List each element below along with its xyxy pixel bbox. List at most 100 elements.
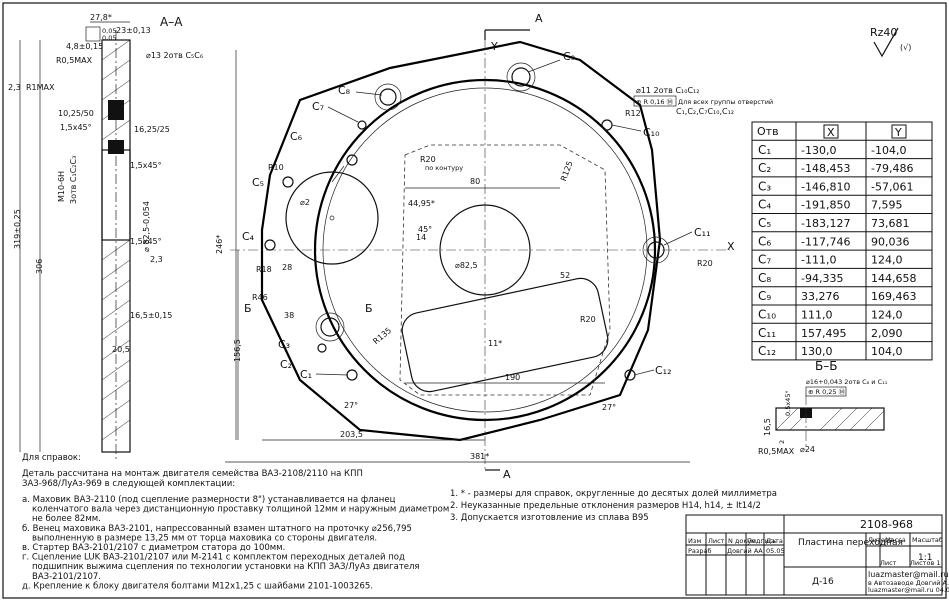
table-cell-hole: C₁₂	[758, 344, 776, 358]
table-cell-x: -148,453	[801, 162, 850, 175]
tolerance-frame	[85, 26, 101, 42]
label-c1: C₁	[300, 368, 312, 381]
table-cell-hole: C₄	[758, 198, 771, 212]
drawing-number: 2108-968	[860, 518, 913, 531]
label-c2: C₂	[280, 358, 292, 371]
dim-306: 306	[35, 259, 44, 274]
table-cell-x: 157,495	[801, 327, 847, 340]
row-date: Дата	[766, 537, 783, 545]
label-c11: C₁₁	[694, 226, 711, 239]
plate-outer-contour	[260, 40, 662, 442]
hole-c8-ring	[374, 83, 402, 111]
dim-20-5: 20,5	[112, 345, 130, 354]
dim-156-5: 156,5	[233, 339, 242, 362]
hole-c1	[346, 369, 358, 381]
table-cell-x: 33,276	[801, 290, 840, 303]
clutch-slot	[401, 277, 609, 393]
dim-allholes: Для всех группы отверстий	[678, 98, 773, 106]
part-name: Пластина переходная	[798, 538, 903, 548]
table-cell-hole: C₁₁	[758, 326, 776, 340]
dim-2-3: 2,3	[8, 83, 21, 92]
dim-r0-5b: R0,5MAX	[758, 447, 795, 456]
table-cell-x: -94,335	[801, 272, 843, 285]
table-cell-y: -104,0	[871, 144, 906, 157]
col-scale: Масштаб	[912, 536, 943, 544]
central-bore	[439, 204, 531, 296]
dim-r1max: R1MAX	[26, 83, 55, 92]
col-lit: Литера	[868, 536, 893, 544]
roughness-check	[873, 27, 899, 58]
ref-item-line: ВАЗ-2101/2107.	[32, 572, 101, 582]
ref-item-line: а. Маховик ВАЗ-2110 (под сцепление разме…	[22, 495, 396, 505]
dim-r18: R18	[256, 265, 272, 274]
dim-r20-slot: R20	[580, 315, 596, 324]
roughness-symbol: Rz40 (√)	[870, 26, 911, 58]
ref-item-line: в. Стартер ВАЗ-2101/2107 с диаметром ста…	[22, 543, 285, 553]
dim-2: 2	[778, 440, 786, 444]
table-cell-x: 130,0	[801, 345, 833, 358]
dim-0-5x45: 0,5x45°	[784, 390, 792, 416]
reference-block: Для справок: Деталь рассчитана на монтаж…	[22, 453, 449, 591]
cut-a-bottom: А	[503, 468, 511, 481]
dim-0-05b: 0,05	[102, 34, 116, 42]
table-header-x: X	[827, 126, 835, 139]
label-c7: C₇	[312, 100, 324, 113]
dim-r20-note: по контуру	[425, 164, 463, 172]
col-mass: Масса	[885, 536, 906, 544]
dim-r025: ⊕ R 0,25 Ⓜ	[808, 388, 846, 396]
title-block: 2108-968 Изм Лист N докум. Подпись Дата …	[685, 514, 949, 596]
roughness-sub: (√)	[900, 43, 911, 52]
author-name: в Автозаводе Довгий А.В.	[868, 579, 949, 587]
dim-r125: R125	[559, 160, 575, 183]
scale-value: 1:1	[918, 553, 932, 563]
dim-14: 14	[416, 233, 426, 242]
hole-c5	[282, 176, 294, 188]
ref-item-line: подшипник выжима сцепления по технологии…	[32, 562, 420, 572]
dim-r0-5max: R0,5MAX	[56, 56, 93, 65]
dim-319: 319±0,25	[13, 209, 22, 249]
table-cell-y: 73,681	[871, 217, 910, 230]
section-hatching	[101, 39, 131, 441]
row-sign: Подпись	[747, 537, 776, 545]
col-list: Лист	[880, 559, 897, 567]
tol-frame-016	[633, 95, 677, 107]
section-bb-title: Б–Б	[815, 359, 837, 373]
ref-item-line: выполненную в размере 13,25 мм от торца …	[32, 533, 377, 543]
ref-item-line: д. Крепление к блоку двигателя болтами M…	[22, 581, 373, 591]
dim-phi2: ⌀2	[300, 198, 310, 207]
table-cell-x: 111,0	[801, 309, 833, 322]
dim-2-3c: 2,3	[150, 255, 163, 264]
table-cell-y: -79,486	[871, 162, 913, 175]
table-cell-y: 124,0	[871, 254, 903, 267]
ref-item-line: б. Венец маховика ВАЗ-2101, напрессованн…	[22, 524, 412, 534]
cut-b-right: Б	[365, 302, 373, 315]
hole-c11	[647, 241, 665, 259]
dim-phi16: ⌀16+0,043 2отв C₈ и C₁₁	[806, 378, 888, 386]
hole-c4	[264, 239, 276, 251]
note-3: 3. Допускается изготовление из сплава В9…	[450, 513, 649, 523]
hole-c9-ring	[506, 62, 536, 92]
table-cell-y: 104,0	[871, 345, 903, 358]
dim-r20: R20	[420, 155, 436, 164]
table-frame	[751, 121, 933, 361]
dim-phi24: ⌀24	[800, 445, 815, 454]
table-cell-x: -130,0	[801, 144, 836, 157]
label-c9: C₉	[563, 50, 575, 63]
label-c6: C₆	[290, 130, 303, 143]
section-bb-view: Б–Б ⌀16+0,043 2отв C₈ и C₁₁ ⊕ R 0,25 Ⓜ 0…	[758, 359, 888, 456]
label-c3: C₃	[278, 338, 290, 351]
author-email: luazmaster@mail.ru	[868, 570, 949, 579]
section-bb-body	[775, 407, 885, 431]
header-x-box	[823, 124, 839, 139]
dim-central-bore: ⌀82,5	[455, 261, 478, 270]
label-c5: C₅	[252, 176, 264, 189]
section-aa-title: А–А	[160, 15, 183, 29]
part-material: Д-16	[812, 577, 834, 587]
hidden-contour	[399, 144, 611, 396]
tol-frame-025	[805, 386, 847, 397]
main-plate-view: X Y ⌀82,5 ⌀2	[215, 12, 773, 481]
dim-23: 23±0,13	[116, 26, 151, 35]
hole-c8	[379, 88, 397, 106]
table-cell-x: -183,127	[801, 217, 850, 230]
